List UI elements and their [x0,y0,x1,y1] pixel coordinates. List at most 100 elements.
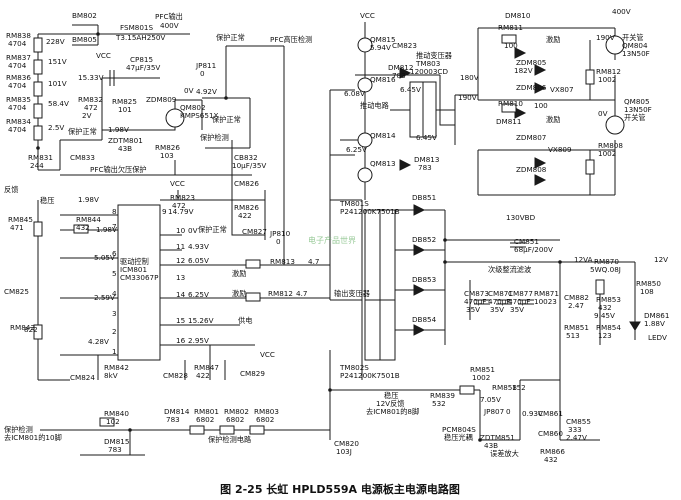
label-rm850v: 108 [640,287,654,296]
transformer-tm802 [364,299,396,361]
label-dm812v: 783 [392,71,406,80]
label-cb832v: 10μF/35V [232,161,266,170]
label-tm802v: P241200K7501B [340,371,400,380]
label-qm804t: 13N50F [622,49,650,58]
label-cm877v2: 35V [510,305,524,314]
label-rm837v: 4704 [8,61,27,70]
label-prot_det: 保护检测 [200,133,229,142]
label-jp811: JP811 [195,61,216,70]
label-rm839v: 532 [432,399,446,408]
label-rm842v: 8kV [104,371,118,380]
label-pin4: 4 [112,289,117,298]
label-pcm804: PCM804S [442,425,476,434]
label-cm871v: 470μF [488,297,510,306]
label-dm813: DM813 [414,155,439,164]
label-rm825: RM825 [112,97,137,106]
label-cm871: CM871 [488,289,513,298]
label-cm882v: 2.47 [568,301,584,310]
label-drive1: 激励 [232,269,246,278]
label-out_tr: 输出变压器 [334,289,370,298]
label-rm836v: 4704 [8,81,27,90]
label-rm810v: 100 [534,101,548,110]
label-to801: 去ICM801的8脚 [366,407,419,416]
label-rm847: RM847 [194,363,219,372]
label-rm826b: RM826 [234,203,259,212]
label-rm845: RM845 [8,215,33,224]
label-cp815: CP815 [130,55,153,64]
label-dm861: DM861 [644,311,669,320]
label-v1479: 14.79V [168,207,194,216]
label-cm877: CM877 [508,289,533,298]
label-pin10: 10 [176,226,186,235]
diodes [399,47,641,336]
label-v594: 5.94V [370,43,391,52]
label-amp: 误差放大 [490,449,519,458]
label-rm847v: 422 [196,371,210,380]
label-rm851bv: 1002 [472,373,490,382]
label-rm825v: 101 [118,105,132,114]
label-dm814v: 783 [166,415,180,424]
label-tm802: TM802S [339,363,369,372]
label-cm871v2: 35V [490,305,504,314]
label-zdm805: ZDM805 [516,58,546,67]
label-cm851: CM851 [514,237,539,246]
label-rm812b: RM812 [596,67,621,76]
label-cm820: CM820 [334,439,359,448]
label-pin11: 11 [176,242,185,251]
label-rm803: RM803 [254,407,279,416]
label-rm866: RM866 [540,447,565,456]
label-prot_circuit: 保护检测电路 [208,435,251,444]
label-cm826: CM826 [234,179,259,188]
label-rm845v: 471 [10,223,24,232]
label-v645a: 6.45V [400,85,421,94]
label-pfc_out: PFC输出 [155,12,183,21]
label-pcm804t: 稳压光耦 [444,433,473,442]
label-cm860: CM860 [538,429,563,438]
label-v584: 58.4V [48,99,69,108]
label-cm829: CM829 [240,369,265,378]
label-v101: 101V [48,79,67,88]
label-pin8: 8 [112,207,117,216]
label-rm810: RM810 [498,99,523,108]
label-v625: 6.25V [346,145,367,154]
label-v12v: 12V [654,255,668,264]
label-rm870: RM870 [594,257,619,266]
label-rm801v: 6802 [196,415,214,424]
label-jp807: JP807 [483,407,504,416]
label-rm831: RM831 [28,153,53,162]
label-cm820v: 103J [336,447,352,456]
label-rm813v: 4.7 [308,257,319,266]
label-zdtm801v: 43B [118,144,132,153]
label-rm843v: 822 [24,325,38,334]
label-pfc_v: 400V [160,21,179,30]
label-cm877v: 470μF [508,297,530,306]
label-v188: 1.88V [644,319,665,328]
label-fuse_rating: T3.15AH250V [115,33,165,42]
label-zdm809: ZDM809 [146,95,177,104]
label-pin6: 6 [112,249,117,258]
label-cm851v: 68μF/200V [514,245,553,254]
label-rm834: RM834 [6,117,31,126]
label-vx809: VX809 [548,145,572,154]
label-rm808v: 1002 [598,149,616,158]
transformer-tm803 [409,81,437,138]
label-rm837: RM837 [6,53,31,62]
label-ledv: LEDV [648,333,667,342]
label-v259: 2.59V [94,293,115,302]
label-zdm805v: 182V [514,66,533,75]
label-zdm806: ZDM806 [516,83,547,92]
label-cb832: CB832 [234,153,258,162]
label-rm838v: 4704 [8,39,27,48]
label-rect: 次级整流滤波 [488,265,531,274]
label-rm838: RM838 [6,31,31,40]
label-rm831v: 244 [30,161,44,170]
label-prot4: 保护正常 [198,225,227,234]
label-v151: 151V [48,57,67,66]
label-pin13: 13 [176,273,185,282]
label-jp811v: 0 [200,69,205,78]
label-rm854: RM854 [596,323,621,332]
label-zdm807: ZDM807 [516,133,546,142]
label-rm826a: RM826 [155,143,180,152]
label-rm823: RM823 [170,193,195,202]
